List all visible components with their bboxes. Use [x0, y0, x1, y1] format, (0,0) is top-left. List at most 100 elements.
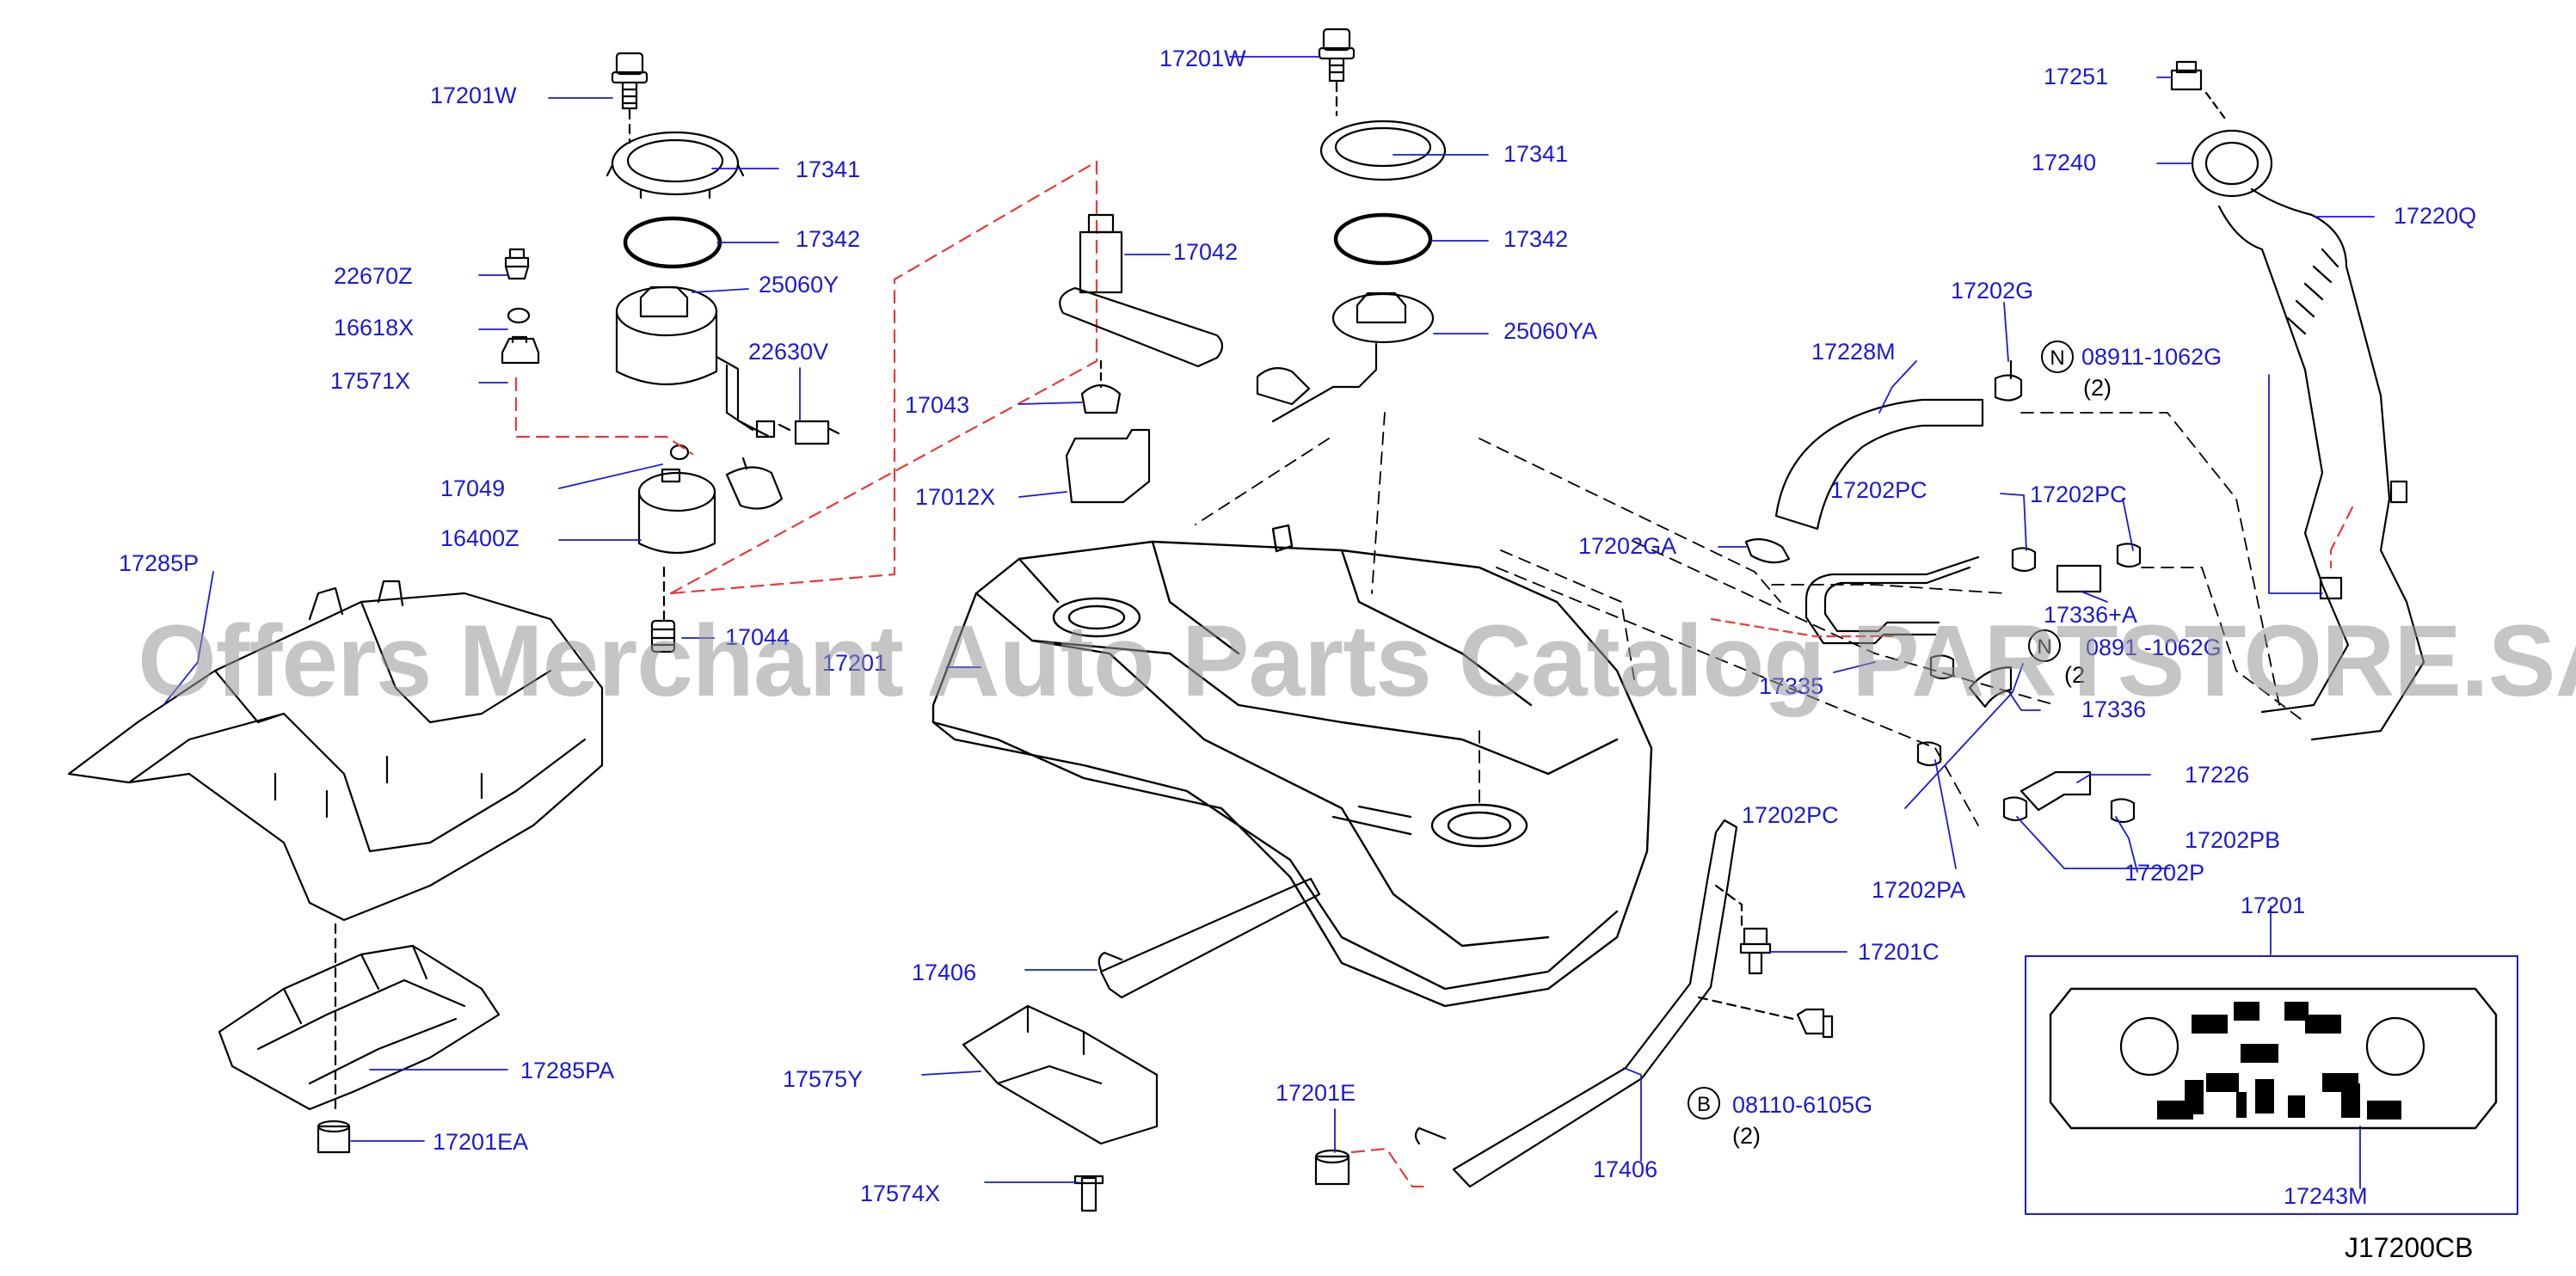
protector-17285P — [67, 580, 604, 922]
part-label-17202PC-c[interactable]: 17202PC — [1742, 802, 1839, 828]
part-label-16618X[interactable]: 16618X — [334, 315, 415, 340]
ring-16618X — [507, 307, 531, 324]
part-label-17044[interactable]: 17044 — [725, 624, 790, 650]
part-label-17240[interactable]: 17240 — [2032, 150, 2097, 175]
part-label-22630V[interactable]: 22630V — [748, 339, 829, 365]
diagram-code: J17200CB — [2345, 1232, 2474, 1263]
part-label-17201-box[interactable]: 17201 — [2241, 893, 2306, 918]
strap-17406-b — [1414, 819, 1738, 1188]
part-label-17251[interactable]: 17251 — [2044, 64, 2109, 89]
nut-17201E — [1314, 1149, 1350, 1186]
part-label-16400Z[interactable]: 16400Z — [440, 525, 520, 551]
part-label-0891-1062G[interactable]: 0891 -1062G — [2086, 635, 2222, 660]
part-label-22670Z[interactable]: 22670Z — [334, 263, 413, 289]
part-label-17406[interactable]: 17406 — [912, 960, 977, 985]
clip-17043 — [1080, 383, 1122, 414]
bracket-17012X — [1065, 428, 1151, 504]
phantom-lines — [1195, 412, 2306, 826]
pump-flange-25060YA — [1256, 291, 1435, 423]
dashed-red-bottom — [1350, 1147, 1431, 1188]
part-label-17202PA[interactable]: 17202PA — [1872, 877, 1966, 903]
filter-16400Z — [637, 468, 716, 555]
bracket-17575Y — [962, 1004, 1159, 1145]
quantity: (2) — [1732, 1123, 1761, 1149]
part-label-17342[interactable]: 17342 — [796, 226, 861, 252]
pump-bolt-17201W-b — [1318, 28, 1356, 83]
oring-17342 — [623, 216, 722, 269]
lock-ring-17341 — [606, 131, 745, 199]
dashed-red-neck — [2329, 506, 2354, 569]
part-label-17341-b[interactable]: 17341 — [1503, 141, 1569, 167]
quantity: (2) — [2083, 375, 2112, 401]
part-label-17202G[interactable]: 17202G — [1951, 278, 2034, 304]
part-label-17228M[interactable]: 17228M — [1811, 339, 1896, 365]
part-label-17042[interactable]: 17042 — [1173, 239, 1239, 265]
leader-dashed — [1697, 996, 1795, 1021]
leader-dashed — [1714, 884, 1743, 929]
part-label-08911-1062G[interactable]: 08911-1062G — [2081, 344, 2222, 370]
oring-17342-b — [1333, 212, 1433, 266]
part-label-17049[interactable]: 17049 — [440, 475, 506, 501]
part-label-17243M[interactable]: 17243M — [2284, 1183, 2368, 1209]
filler-cap-17251 — [2170, 60, 2203, 91]
part-label-17341[interactable]: 17341 — [796, 156, 861, 182]
quantity: (2 — [2064, 662, 2086, 688]
part-label-17342-b[interactable]: 17342 — [1503, 226, 1569, 252]
part-label-17202PC[interactable]: 17202PC — [1830, 477, 1927, 503]
lock-ring-17341-b — [1319, 120, 1447, 181]
part-label-25060YA[interactable]: 25060YA — [1503, 318, 1598, 344]
clamp-17202PB — [2110, 798, 2136, 824]
hose-17228M — [1774, 398, 1984, 531]
part-label-17201C[interactable]: 17201C — [1858, 939, 1940, 965]
leader-dashed — [2204, 91, 2227, 120]
strap-17406-a — [1097, 877, 1321, 999]
part-label-17202PB[interactable]: 17202PB — [2185, 827, 2281, 853]
part-label-17202PC-b[interactable]: 17202PC — [2030, 482, 2127, 507]
vent-pipe-17335 — [1804, 555, 1980, 645]
dashed-red-mid — [1710, 617, 1894, 638]
part-label-17285PA[interactable]: 17285PA — [520, 1058, 615, 1083]
bolt-17201C — [1739, 927, 1772, 975]
part-label-17201[interactable]: 17201 — [822, 650, 888, 676]
clamp-17202G — [1994, 359, 2023, 402]
hose-17336 — [1968, 666, 2013, 709]
part-label-17336[interactable]: 17336 — [2081, 696, 2147, 722]
part-label-17220Q[interactable]: 17220Q — [2394, 203, 2477, 229]
part-label-17202GA[interactable]: 17202GA — [1578, 533, 1677, 559]
bolt-08110 — [1796, 1008, 1834, 1039]
part-label-17285P[interactable]: 17285P — [119, 550, 200, 576]
part-label-08110-6105G[interactable]: 08110-6105G — [1732, 1092, 1873, 1118]
part-label-17406-b[interactable]: 17406 — [1593, 1156, 1658, 1182]
hose-17226 — [2020, 770, 2092, 812]
filler-tube-17220Q — [2217, 187, 2425, 741]
part-label-17043[interactable]: 17043 — [905, 392, 970, 418]
strainer-assy — [725, 457, 784, 510]
label-box — [2025, 955, 2518, 1215]
part-label-17336A[interactable]: 17336+A — [2044, 602, 2137, 628]
strainer-17044 — [650, 619, 676, 653]
part-label-17201W[interactable]: 17201W — [430, 83, 517, 108]
clamp-17202PC-c — [1929, 654, 1955, 680]
clamp-17202P — [2002, 796, 2028, 822]
part-label-17335[interactable]: 17335 — [1759, 673, 1824, 699]
part-label-17201E[interactable]: 17201E — [1276, 1080, 1356, 1106]
sender-22630V — [755, 420, 840, 445]
part-label-17571X[interactable]: 17571X — [330, 368, 411, 394]
part-label-17201EA[interactable]: 17201EA — [433, 1129, 529, 1155]
hose-17336A — [2056, 564, 2102, 593]
clip-nut — [2319, 576, 2343, 600]
part-label-17201W-b[interactable]: 17201W — [1159, 46, 1246, 71]
clamp-17202PA — [1916, 741, 1942, 767]
marker-n: N — [2028, 629, 2061, 662]
part-label-17574X[interactable]: 17574X — [860, 1181, 941, 1206]
pump-bolt-17201W — [611, 52, 649, 110]
part-label-17575Y[interactable]: 17575Y — [783, 1066, 864, 1092]
filter-bit-17049 — [669, 444, 690, 461]
part-label-17226[interactable]: 17226 — [2185, 762, 2250, 788]
part-label-25060Y[interactable]: 25060Y — [759, 272, 839, 298]
protector-17285PA — [218, 944, 501, 1111]
part-label-17202P[interactable]: 17202P — [2124, 860, 2205, 886]
part-label-17012X[interactable]: 17012X — [915, 484, 996, 510]
pump-flange-25060Y — [615, 285, 770, 438]
